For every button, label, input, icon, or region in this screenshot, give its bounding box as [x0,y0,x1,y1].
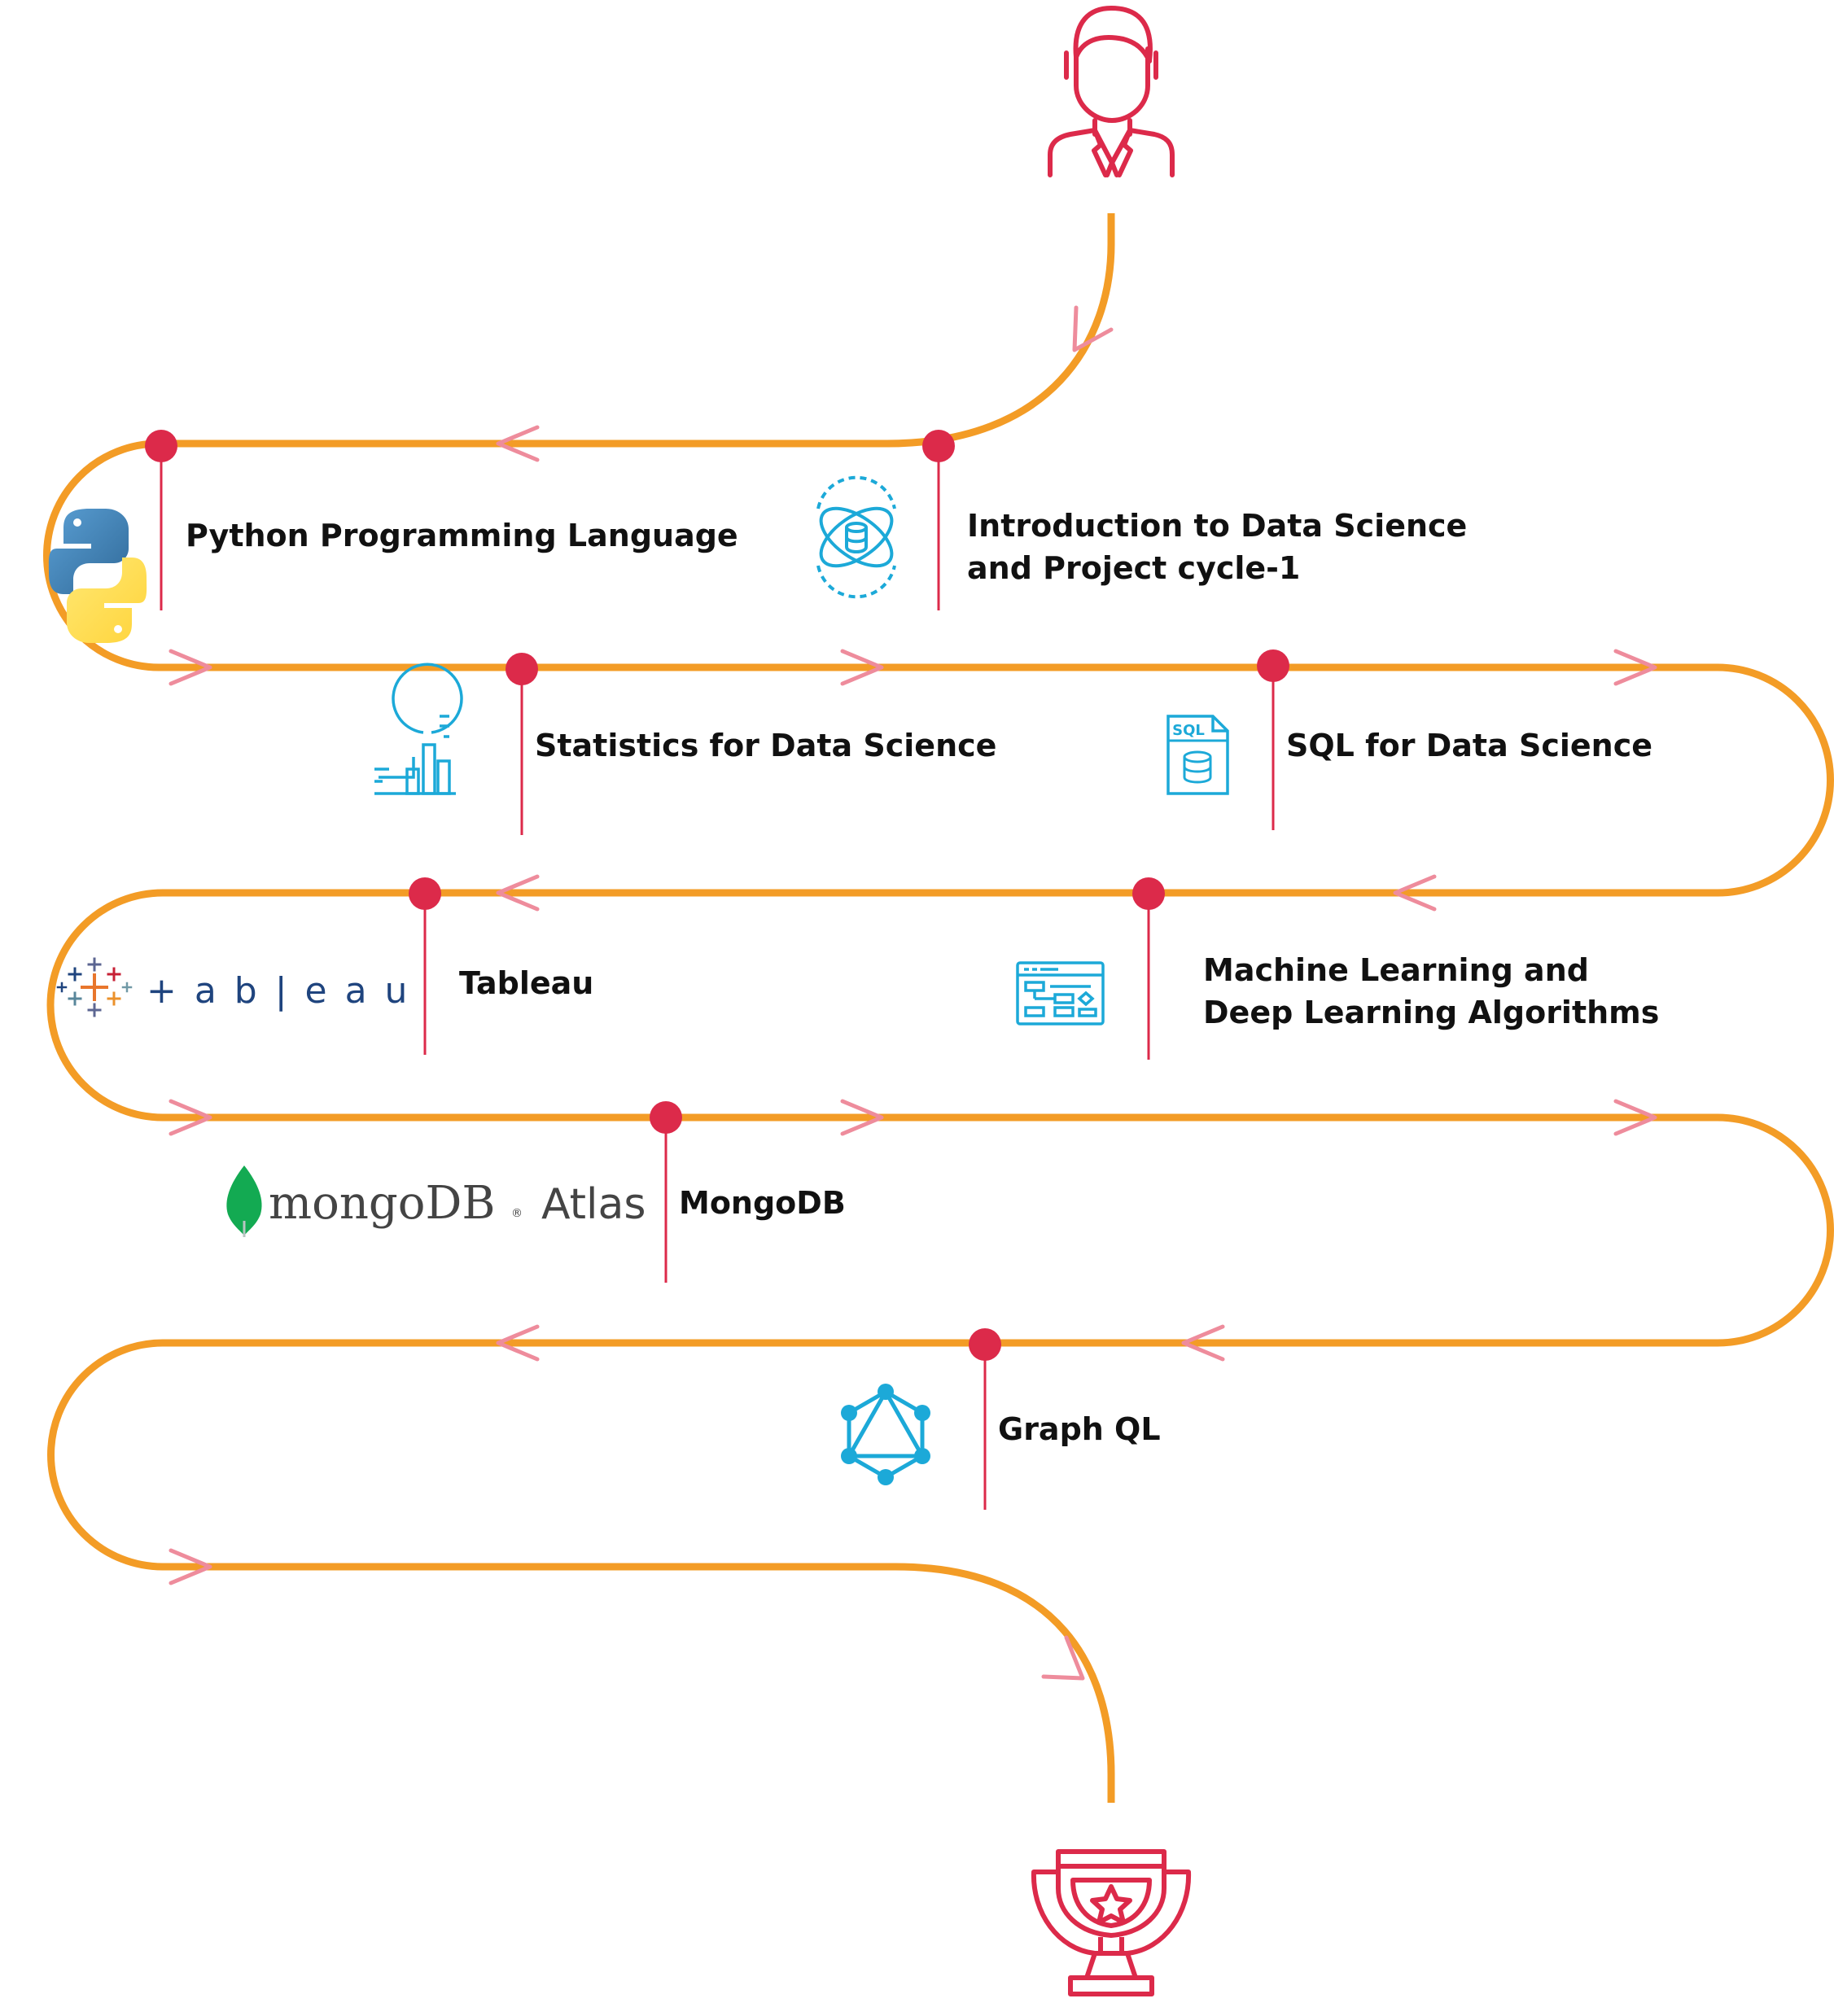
step-label-ml: Machine Learning and Deep Learning Algor… [1203,949,1659,1034]
step-label-tableau: Tableau [459,962,593,1004]
sql-file-label: SQL [1172,722,1205,739]
mongodb-registered-mark: ® [511,1207,523,1220]
step-label-statistics-line-1: Statistics for Data Science [535,728,997,763]
algorithm-flowchart-icon [1016,961,1105,1025]
pin-python [145,430,177,610]
graphql-logo-icon [841,1384,930,1485]
step-label-graphql-line-1: Graph QL [998,1411,1161,1447]
arrow-down-chevron [1041,1635,1085,1681]
tableau-logo-icon: + a b | e a u [56,957,410,1017]
pin-graphql [969,1328,1001,1510]
arrow-right-chevron [169,1099,212,1136]
step-label-python-line-1: Python Programming Language [186,518,738,553]
step-label-intro: Introduction to Data Science and Project… [967,505,1467,589]
trophy-icon [1031,1849,1192,1996]
arrow-left-chevron [496,1324,540,1362]
arrow-right-chevron [169,649,212,686]
step-label-python: Python Programming Language [186,514,738,557]
person-icon [1048,6,1175,177]
pin-intro [922,430,955,610]
step-label-sql-line-1: SQL for Data Science [1286,728,1652,763]
roadmap-path [43,213,1834,1803]
milestone-pins [145,430,1289,1510]
arrow-left-chevron [496,874,540,912]
step-label-sql: SQL for Data Science [1286,724,1652,767]
pin-sql [1257,649,1289,830]
arrow-left-chevron [496,425,540,462]
step-label-statistics: Statistics for Data Science [535,724,996,767]
arrow-right-chevron [840,649,884,686]
arrow-down-chevron [1072,305,1114,352]
step-label-intro-line-2: and Project cycle-1 [967,550,1301,586]
tableau-wordmark: + a b | e a u [147,970,410,1012]
direction-arrows [169,305,1657,1681]
pin-tableau [409,877,441,1055]
pin-mongodb [650,1101,682,1283]
sql-file-icon: SQL [1166,715,1229,795]
arrow-right-chevron [1613,649,1657,686]
step-label-mongodb-line-1: MongoDB [679,1185,846,1221]
pin-ml [1132,877,1165,1060]
step-label-mongodb: MongoDB [679,1182,846,1224]
arrow-right-chevron [169,1548,212,1585]
step-label-intro-line-1: Introduction to Data Science [967,508,1468,544]
arrow-left-chevron [1393,874,1437,912]
step-label-graphql: Graph QL [998,1408,1161,1450]
data-science-atom-icon [816,475,896,599]
step-label-ml-line-2: Deep Learning Algorithms [1203,995,1660,1030]
mongodb-wordmark: mongoDB [269,1177,496,1230]
statistics-chart-icon [374,663,463,795]
python-logo-icon [48,509,147,643]
arrow-right-chevron [1613,1099,1657,1136]
arrow-right-chevron [840,1099,884,1136]
atlas-wordmark: Atlas [541,1180,646,1229]
pin-statistics [506,653,538,835]
arrow-left-chevron [1181,1324,1225,1362]
step-label-tableau-line-1: Tableau [459,965,594,1001]
step-label-ml-line-1: Machine Learning and [1203,952,1589,988]
mongodb-atlas-logo-icon: mongoDB ® Atlas [226,1165,646,1237]
